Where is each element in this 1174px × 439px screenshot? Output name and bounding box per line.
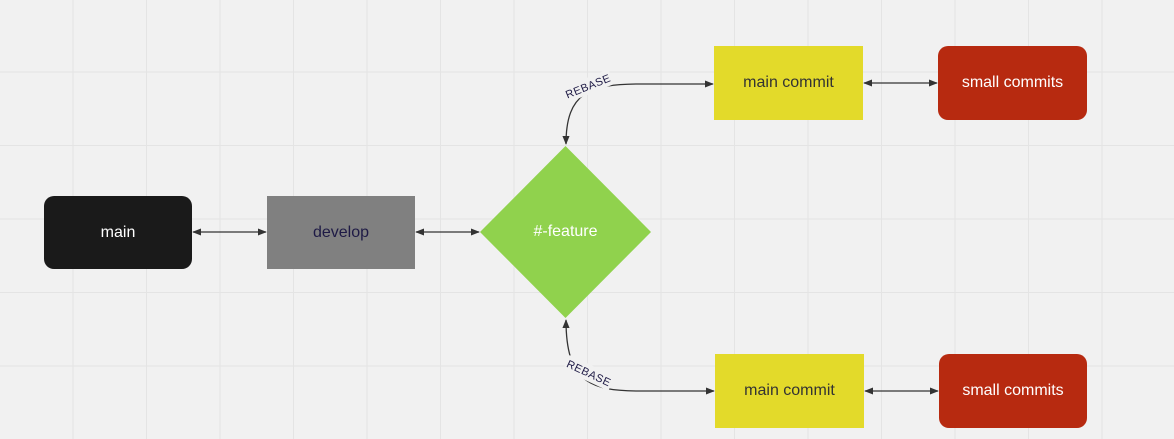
node-small-commits-top-label: small commits (961, 74, 1064, 91)
node-main-commit-top[interactable]: main commit (714, 46, 863, 120)
node-small-commits-top[interactable]: small commits (938, 46, 1087, 120)
rebase-bottom-label-bg (562, 355, 616, 391)
node-develop-label: develop (312, 223, 370, 241)
node-main-label: main (100, 223, 136, 241)
node-small-commits-bottom[interactable]: small commits (939, 354, 1087, 428)
rebase-top-label-bg (561, 69, 615, 103)
node-main-commit-bottom[interactable]: main commit (715, 354, 864, 428)
node-main[interactable]: main (44, 196, 192, 269)
node-main-commit-bottom-label: main commit (744, 382, 835, 399)
node-main-commit-top-label: main commit (743, 74, 834, 91)
node-develop[interactable]: develop (267, 196, 415, 269)
feature-diamond[interactable] (480, 146, 651, 318)
node-small-commits-bottom-label: small commits (962, 382, 1064, 399)
